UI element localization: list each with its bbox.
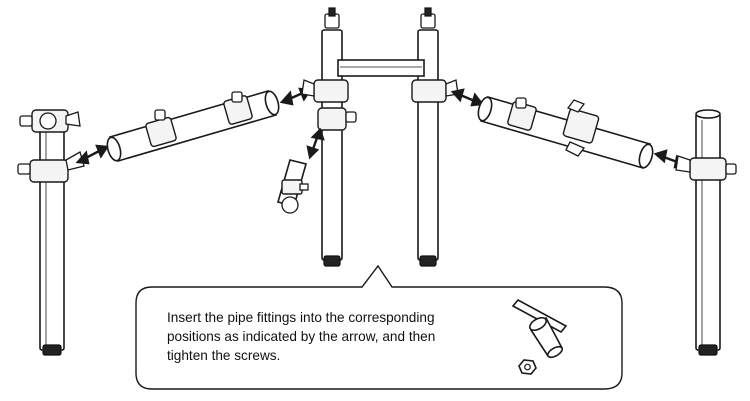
- right-crossbar-pipe: [477, 96, 654, 169]
- left-crossbar-clamp-2: [223, 91, 253, 125]
- left-leg-pipe: [17, 109, 85, 356]
- left-leg-top-clamp: [19, 109, 81, 133]
- left-leg-mid-clamp: [17, 151, 85, 183]
- left-crossbar-clamp-1: [145, 109, 177, 148]
- right-leg-clamp: [675, 155, 737, 181]
- right-leg-pipe: [675, 109, 737, 356]
- double-arrow-icon: [75, 144, 110, 165]
- double-arrow-icon: [306, 127, 325, 160]
- instruction-line-3: tighten the screws.: [167, 348, 281, 363]
- small-arm-pipe: [277, 159, 309, 214]
- double-arrow-icon: [450, 88, 485, 107]
- hex-nut-icon: [518, 359, 537, 375]
- left-crossbar-pipe: [106, 90, 280, 162]
- instruction-text: Insert the pipe fittings into the corres…: [167, 308, 497, 365]
- center-frame: [301, 7, 459, 267]
- right-crossbar-clamp-1: [507, 97, 537, 131]
- callout-bubble: [135, 264, 623, 390]
- instruction-line-2: positions as indicated by the arrow, and…: [167, 329, 436, 344]
- right-crossbar-clamp-2: [562, 99, 600, 157]
- instruction-line-1: Insert the pipe fittings into the corres…: [167, 310, 435, 325]
- t-wrench-icon: [511, 298, 568, 359]
